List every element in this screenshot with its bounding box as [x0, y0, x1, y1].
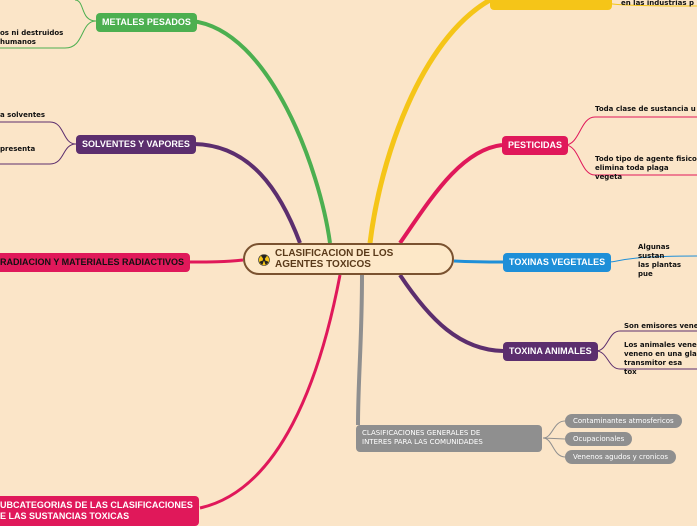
pill-ocupacionales[interactable]: Ocupacionales — [565, 432, 633, 446]
note-toxina-animales-2: Los animales vene veneno en una gla tran… — [624, 341, 697, 376]
note-top-yellow: en las industrias p — [621, 0, 694, 7]
node-radiacion[interactable]: RADIACION Y MATERIALES RADIACTIVOS — [0, 253, 191, 272]
node-toxinas-vegetales[interactable]: TOXINAS VEGETALES — [503, 253, 612, 272]
central-title: CLASIFICACION DE LOS AGENTES TOXICOS — [275, 248, 394, 270]
node-metales-pesados[interactable]: METALES PESADOS — [96, 13, 197, 32]
pill-contaminantes-atmosfericos[interactable]: Contaminantes atmosfericos — [565, 414, 682, 428]
note-solventes-1: a solventes — [0, 111, 46, 119]
note-toxina-animales-1: Son emisores vene — [624, 322, 697, 330]
node-subcategorias[interactable]: UBCATEGORIAS DE LAS CLASIFICACIONES E LA… — [0, 496, 199, 526]
node-top-yellow[interactable] — [490, 0, 612, 10]
pill-venenos-agudos-cronicos[interactable]: Venenos agudos y cronicos — [565, 450, 677, 464]
note-toxinas-vegetales: Algunas sustan las plantas pue — [638, 243, 682, 278]
note-pesticidas-1: Toda clase de sustancia u — [595, 105, 696, 113]
note-pesticidas-2: Todo tipo de agente fisico elimina toda … — [595, 155, 697, 181]
central-topic[interactable]: CLASIFICACION DE LOS AGENTES TOXICOS — [243, 243, 454, 275]
radioactive-icon — [258, 254, 270, 266]
note-metales-2: humanos — [0, 38, 36, 46]
note-solventes-2: presenta — [0, 145, 36, 153]
node-pesticidas[interactable]: PESTICIDAS — [502, 136, 569, 155]
node-clasificaciones-generales[interactable]: CLASIFICACIONES GENERALES DE INTERES PAR… — [356, 425, 542, 452]
note-metales-1: os ni destruidos — [0, 29, 64, 37]
node-toxina-animales[interactable]: TOXINA ANIMALES — [503, 342, 598, 361]
node-solventes-vapores[interactable]: SOLVENTES Y VAPORES — [76, 135, 196, 154]
